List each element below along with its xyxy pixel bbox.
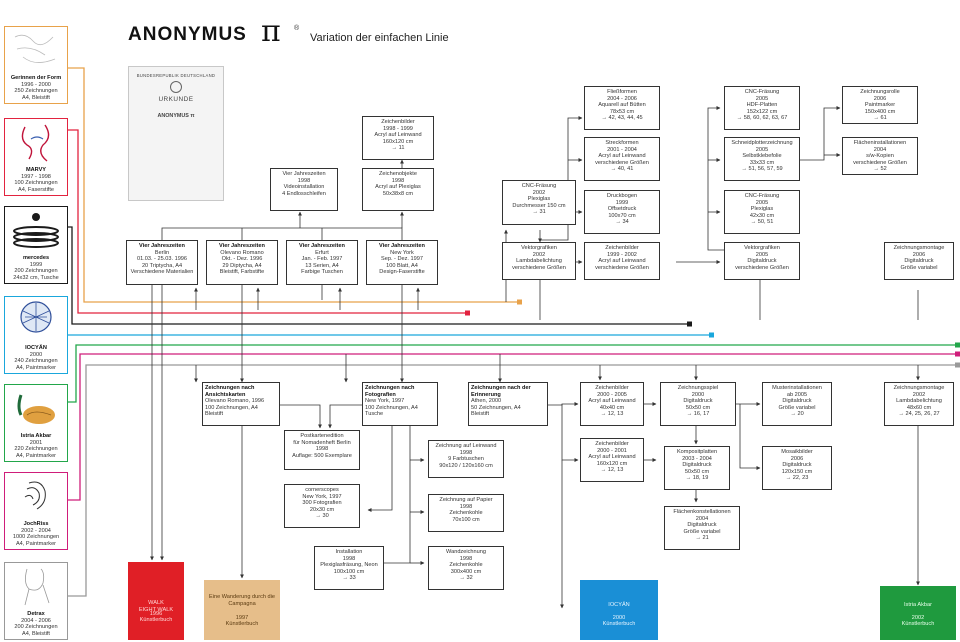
- node-vektorgrafiken-2002[interactable]: Vektorgrafiken 2002 Lambdabelichtung ver…: [502, 242, 576, 280]
- node-installation-1998[interactable]: Installation 1998 Plexiglasfräsung, Neon…: [314, 546, 384, 590]
- node-cnc-plexiglas-2005[interactable]: CNC-Fräsung 2005 Plexiglas 42x30 cm → 50…: [724, 190, 800, 234]
- node-wandzeichnung[interactable]: Wandzeichnung 1998 Zeichenkohle 300x400 …: [428, 546, 504, 590]
- series-details: 2004 - 2006 200 Zeichnungen A4, Bleistif…: [14, 617, 58, 637]
- organic-shape-icon: [17, 394, 55, 424]
- node-zeichenbilder-1998[interactable]: Zeichenbilder 1998 - 1999 Acryl auf Lein…: [362, 116, 434, 160]
- node-zeichnungsmontage-2002[interactable]: Zeichnungsmontage 2002 Lambdabelichtung …: [884, 382, 954, 426]
- registered-mark: ®: [294, 25, 300, 32]
- figure-icon: [21, 124, 50, 162]
- series-thumb-2[interactable]: mercedes 1999 200 Zeichnungen 24x32 cm, …: [4, 206, 68, 284]
- series-line-black: [68, 226, 690, 325]
- series-thumb-6[interactable]: Detrax 2004 - 2006 200 Zeichnungen A4, B…: [4, 562, 68, 640]
- series-line-red: [68, 129, 468, 314]
- node-kompositplatten[interactable]: Kompositplatten 2003 - 2004 Digitaldruck…: [664, 446, 730, 490]
- certificate-country: BUNDESREPUBLIK DEUTSCHLAND: [136, 73, 216, 78]
- node-fliessformen[interactable]: Fließformen 2004 - 2006 Aquarell auf Büt…: [584, 86, 660, 130]
- node-cnc-2002[interactable]: CNC-Fräsung 2002 Plexiglas Durchmesser 1…: [502, 180, 576, 225]
- series-line-grey: [68, 364, 958, 597]
- series-details: 2001 220 Zeichnungen A4, Paintmarker: [14, 439, 58, 459]
- fingerprint-icon: [24, 481, 46, 510]
- series-details: 1996 - 2000 250 Zeichnungen A4, Bleistif…: [14, 81, 58, 101]
- series-name: JochRiss: [23, 521, 49, 528]
- pi-symbol: π: [261, 14, 281, 49]
- series-name: Detrax: [27, 611, 45, 618]
- node-vektorgrafiken-2005[interactable]: Vektorgrafiken 2005 Digitaldruck verschi…: [724, 242, 800, 280]
- series-name: IOCYÄN: [25, 345, 47, 352]
- node-mosaikbilder[interactable]: Mosaikbilder 2006 Digitaldruck 120x150 c…: [762, 446, 832, 490]
- series-name: Istria Akbar: [20, 433, 52, 440]
- series-details: 2002 - 2004 1000 Zeichnungen A4, Paintma…: [12, 527, 60, 547]
- certificate-title: URKUNDE: [158, 96, 194, 103]
- drawing-icon: [14, 34, 56, 63]
- node-flaechenkonstellationen[interactable]: Flächenkonstellationen 2004 Digitaldruck…: [664, 506, 740, 550]
- node-zeichnung-leinwand[interactable]: Zeichnung auf Leinwand 1998 9 Farbtusche…: [428, 440, 504, 478]
- node-streckformen[interactable]: Streckformen 2001 - 2004 Acryl auf Leinw…: [584, 137, 660, 181]
- sketch-icon: [24, 568, 50, 606]
- node-zeichenbilder-2000b[interactable]: Zeichenbilder 2000 - 2001 Acryl auf Lein…: [580, 438, 644, 482]
- series-line-green: [68, 344, 958, 403]
- brand-logo: ANONYMUS: [128, 24, 247, 45]
- series-thumb-1[interactable]: MARVY 1997 - 1998 100 Zeichnungen A4, Fa…: [4, 118, 68, 196]
- node-zeichnung-papier[interactable]: Zeichnung auf Papier 1998 Zeichenkohle 7…: [428, 494, 504, 532]
- series-thumb-5[interactable]: JochRiss 2002 - 2004 1000 Zeichnungen A4…: [4, 472, 68, 550]
- node-druckbogen[interactable]: Druckbogen 1999 Offsetdruck 100x70 cm → …: [584, 190, 660, 234]
- series-name: Gerinnen der Form: [10, 75, 62, 82]
- series-thumb-3[interactable]: IOCYÄN 2000 240 Zeichnungen A4, Paintmar…: [4, 296, 68, 374]
- node-zeichnungsmontage-2006[interactable]: Zeichnungsmontage 2006 Digitaldruck Größ…: [884, 242, 954, 280]
- certificate-image: BUNDESREPUBLIK DEUTSCHLAND URKUNDE ANONY…: [128, 66, 224, 201]
- node-video-installation[interactable]: Vier Jahreszeiten 1998 Videoinstallation…: [270, 168, 338, 211]
- series-thumb-0[interactable]: Gerinnen der Form 1996 - 2000 250 Zeichn…: [4, 26, 68, 104]
- series-details: 2000 240 Zeichnungen A4, Paintmarker: [14, 351, 58, 371]
- series-details: 1997 - 1998 100 Zeichnungen A4, Fasersti…: [14, 173, 58, 193]
- series-thumb-4[interactable]: Istria Akbar 2001 220 Zeichnungen A4, Pa…: [4, 384, 68, 462]
- web-pattern-icon: [20, 301, 52, 333]
- node-postkartenedition[interactable]: Postkartenedition für Nomadenheft Berlin…: [284, 430, 360, 470]
- node-cornerscopes[interactable]: cornerscopes New York, 1997 300 Fotograf…: [284, 484, 360, 528]
- series-name: MARVY: [25, 167, 47, 174]
- node-schneidplotter[interactable]: Schneidplotterzeichnung 2005 Selbstklebe…: [724, 137, 800, 181]
- series-name: mercedes: [22, 255, 50, 262]
- node-zeichenbilder-2000[interactable]: Zeichenbilder 2000 - 2005 Acryl auf Lein…: [580, 382, 644, 426]
- certificate-mark: ANONYMUS π: [157, 113, 195, 119]
- node-zeichnungsspiel[interactable]: Zeichnungsspiel 2000 Digitaldruck 50x50 …: [660, 382, 736, 426]
- node-zeichenobjekte-1998[interactable]: Zeichenobjekte 1998 Acryl auf Plexiglas …: [362, 168, 434, 211]
- node-musterinstallationen[interactable]: Musterinstallationen ab 2005 Digitaldruc…: [762, 382, 832, 426]
- series-details: 1999 200 Zeichnungen 24x32 cm, Tusche: [13, 261, 59, 281]
- node-zeichenbilder-1999[interactable]: Zeichenbilder 1999 - 2002 Acryl auf Lein…: [584, 242, 660, 280]
- stacked-discs-icon: [13, 213, 59, 248]
- page-subtitle: Variation der einfachen Linie: [310, 32, 449, 44]
- series-line-magenta: [68, 353, 958, 501]
- series-line-orange: [68, 67, 520, 303]
- node-flaecheninstallationen[interactable]: Flächeninstallationen 2004 s/w-Kopien ve…: [842, 137, 918, 175]
- node-cnc-hdf[interactable]: CNC-Fräsung 2005 HDF-Platten 152x122 cm …: [724, 86, 800, 130]
- node-zeichnungsrolle[interactable]: Zeichnungsrolle 2006 Paintmarker 150x400…: [842, 86, 918, 124]
